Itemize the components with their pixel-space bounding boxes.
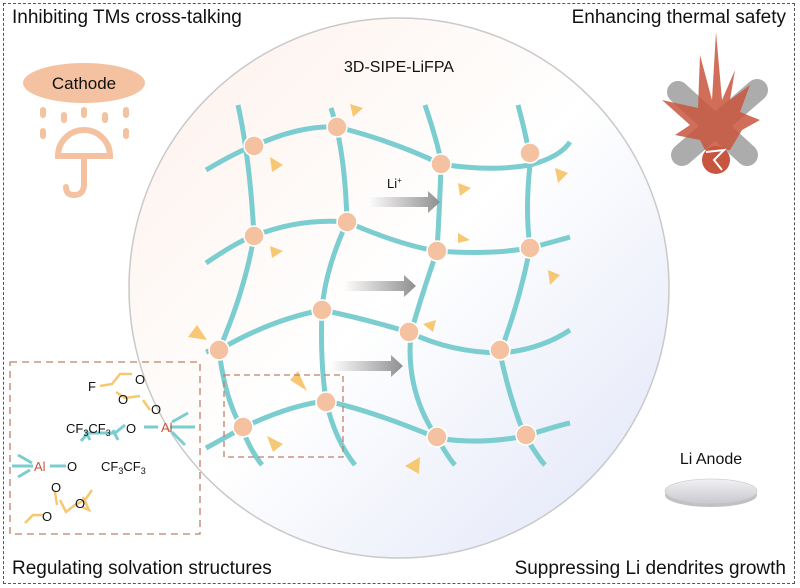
node — [243, 225, 265, 247]
atom-O: O — [135, 372, 145, 387]
cathode-label: Cathode — [52, 74, 116, 93]
atom-F: F — [88, 379, 96, 394]
arrow-right-icon — [343, 275, 416, 297]
node — [430, 153, 452, 175]
label-solvation-structures: Regulating solvation structures — [12, 558, 272, 579]
li-ion-arrows — [330, 191, 440, 377]
atom-Al: Al — [34, 459, 46, 474]
outer-dashed-frame — [3, 3, 795, 584]
arrow-right-icon — [330, 355, 403, 377]
label-suppressing-dendrites: Suppressing Li dendrites growth — [514, 558, 786, 579]
anion-triangle — [270, 246, 283, 258]
arrow-right-icon — [367, 191, 440, 213]
li-anode-label: Li Anode — [680, 451, 742, 468]
node — [208, 339, 230, 361]
atom-O: O — [151, 402, 161, 417]
atom-O: O — [126, 421, 136, 436]
li-anode-disc — [664, 478, 758, 507]
cathode-ellipse — [23, 63, 145, 103]
crosslink-nodes — [208, 116, 541, 448]
atom-O: O — [42, 509, 52, 524]
highlight-box — [223, 374, 344, 458]
anion-triangle — [548, 270, 560, 285]
node — [398, 321, 420, 343]
anion-triangle — [458, 233, 470, 243]
li-ion-label: Li+ — [387, 176, 402, 191]
umbrella-icon — [54, 127, 114, 199]
electrolyte-title: 3D-SIPE-LiFPA — [344, 59, 454, 76]
atom-Al: Al — [161, 420, 173, 435]
node — [519, 142, 541, 164]
label-thermal-safety: Enhancing thermal safety — [571, 7, 786, 28]
anion-triangle — [555, 168, 568, 183]
anion-triangle — [423, 320, 436, 332]
cf3-group: CF3CF3 — [101, 459, 146, 476]
node — [426, 240, 448, 262]
anion-triangle — [188, 325, 207, 340]
anion-triangle — [270, 157, 283, 172]
solvation-molecule: F O O O O O O O O CF3CF3 CF3CF3 Al Al — [12, 372, 195, 524]
anion-triangle — [458, 183, 471, 196]
node — [311, 299, 333, 321]
no-explosion-icon — [662, 32, 768, 174]
atom-O: O — [75, 496, 85, 511]
atom-O: O — [118, 392, 128, 407]
cf3-group: CF3CF3 — [66, 421, 111, 438]
label-inhibiting-tms: Inhibiting TMs cross-talking — [12, 7, 242, 28]
anion-triangle — [290, 371, 307, 391]
atom-O: O — [67, 459, 77, 474]
anion-triangles — [188, 104, 568, 474]
rain-drops-icon — [40, 107, 129, 139]
node — [326, 116, 348, 138]
node — [315, 391, 337, 413]
node — [243, 135, 265, 157]
atom-O: O — [51, 480, 61, 495]
anion-triangle — [405, 457, 420, 474]
node — [519, 237, 541, 259]
node — [515, 424, 537, 446]
anion-triangle — [267, 436, 283, 452]
node — [336, 211, 358, 233]
solvation-structure-box — [9, 361, 201, 535]
anion-triangle — [350, 104, 363, 117]
node — [232, 416, 254, 438]
node — [489, 339, 511, 361]
node — [426, 426, 448, 448]
